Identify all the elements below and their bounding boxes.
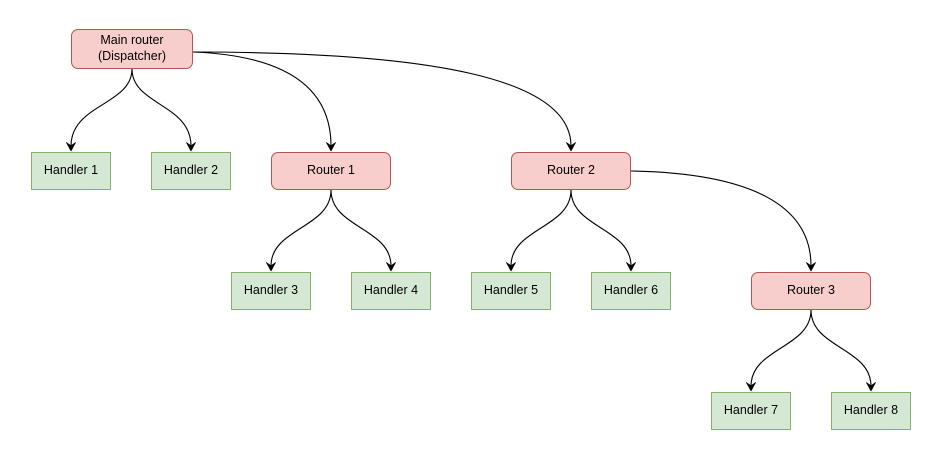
edge-main-to-router-1 xyxy=(192,51,332,147)
edge-router-3-to-handler-7-arrowhead-icon xyxy=(746,382,756,392)
edge-main-to-handler-2-arrowhead-icon xyxy=(186,142,196,152)
edge-main-to-handler-1-arrowhead-icon xyxy=(66,142,76,152)
edge-router-3-to-handler-8 xyxy=(810,309,872,387)
node-router-1[interactable]: Router 1 xyxy=(271,152,391,190)
edge-router-3-to-handler-8-arrowhead-icon xyxy=(866,382,876,392)
edge-router-1-to-handler-3-arrowhead-icon xyxy=(266,262,276,272)
edge-router-2-to-handler-6-arrowhead-icon xyxy=(626,262,636,272)
node-handler-4[interactable]: Handler 4 xyxy=(351,272,431,310)
edge-router-2-to-handler-5-arrowhead-icon xyxy=(506,262,516,272)
edge-main-to-handler-2 xyxy=(131,68,192,147)
node-handler-5[interactable]: Handler 5 xyxy=(471,272,551,310)
node-router-2[interactable]: Router 2 xyxy=(511,152,631,190)
edge-main-to-router-2 xyxy=(192,51,572,147)
node-handler-8[interactable]: Handler 8 xyxy=(831,392,911,430)
node-handler-1[interactable]: Handler 1 xyxy=(31,152,111,190)
edge-main-to-router-2-arrowhead-icon xyxy=(566,142,576,152)
node-handler-3[interactable]: Handler 3 xyxy=(231,272,311,310)
edge-main-to-handler-1 xyxy=(70,68,133,147)
edge-router-2-to-handler-5 xyxy=(510,189,572,267)
edge-router-3-to-handler-7 xyxy=(750,309,812,387)
node-handler-7[interactable]: Handler 7 xyxy=(711,392,791,430)
node-handler-6[interactable]: Handler 6 xyxy=(591,272,671,310)
edge-router-2-to-handler-6 xyxy=(570,189,632,267)
edge-router-1-to-handler-3 xyxy=(270,189,332,267)
node-main-router[interactable]: Main router (Dispatcher) xyxy=(71,29,193,69)
edge-router-1-to-handler-4 xyxy=(330,189,392,267)
edge-router-2-to-router-3-arrowhead-icon xyxy=(806,262,816,272)
edge-main-to-router-1-arrowhead-icon xyxy=(326,142,336,152)
node-router-3[interactable]: Router 3 xyxy=(751,272,871,310)
edge-router-2-to-router-3 xyxy=(630,170,812,267)
edge-router-1-to-handler-4-arrowhead-icon xyxy=(386,262,396,272)
node-handler-2[interactable]: Handler 2 xyxy=(151,152,231,190)
